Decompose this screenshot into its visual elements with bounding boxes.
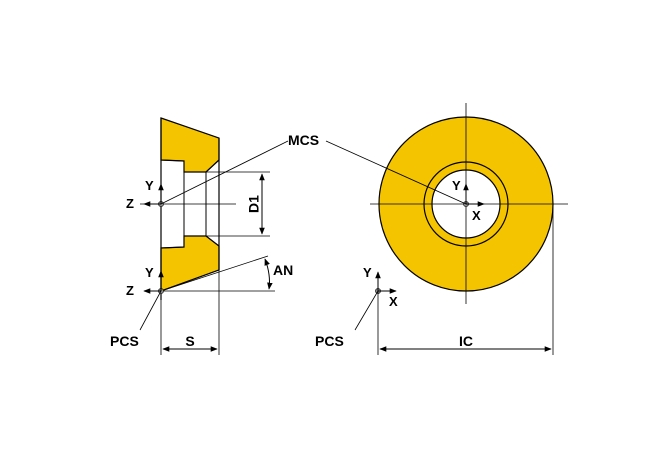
front-mcs-x-label: X (472, 208, 481, 223)
side-view-body-bottom (160, 235, 220, 292)
s-label: S (185, 333, 194, 349)
side-mcs-z-label: Z (126, 196, 134, 211)
mcs-leader-right (325, 140, 467, 205)
side-view: D1 AN S Y Z Y Z PCS (110, 117, 293, 355)
d1-label: D1 (246, 195, 262, 213)
front-mcs-y-label: Y (452, 178, 461, 193)
pcs-left-leader (139, 290, 162, 331)
front-view: Y X MCS Y X PCS IC (160, 103, 568, 355)
front-pcs-x-label: X (389, 294, 398, 309)
ic-label: IC (459, 333, 473, 349)
side-mcs-y-label: Y (145, 178, 154, 193)
mcs-label: MCS (288, 132, 319, 148)
pcs-right-label: PCS (315, 333, 344, 349)
front-pcs-y-label: Y (363, 265, 372, 280)
pcs-right-leader (354, 290, 379, 331)
an-angle-arc (264, 258, 273, 290)
side-pcs-y-label: Y (145, 265, 154, 280)
pcs-left-label: PCS (110, 333, 139, 349)
side-pcs-z-label: Z (126, 283, 134, 298)
side-view-body-top (160, 117, 220, 173)
mcs-leader-left (160, 140, 289, 205)
an-label: AN (273, 262, 293, 278)
